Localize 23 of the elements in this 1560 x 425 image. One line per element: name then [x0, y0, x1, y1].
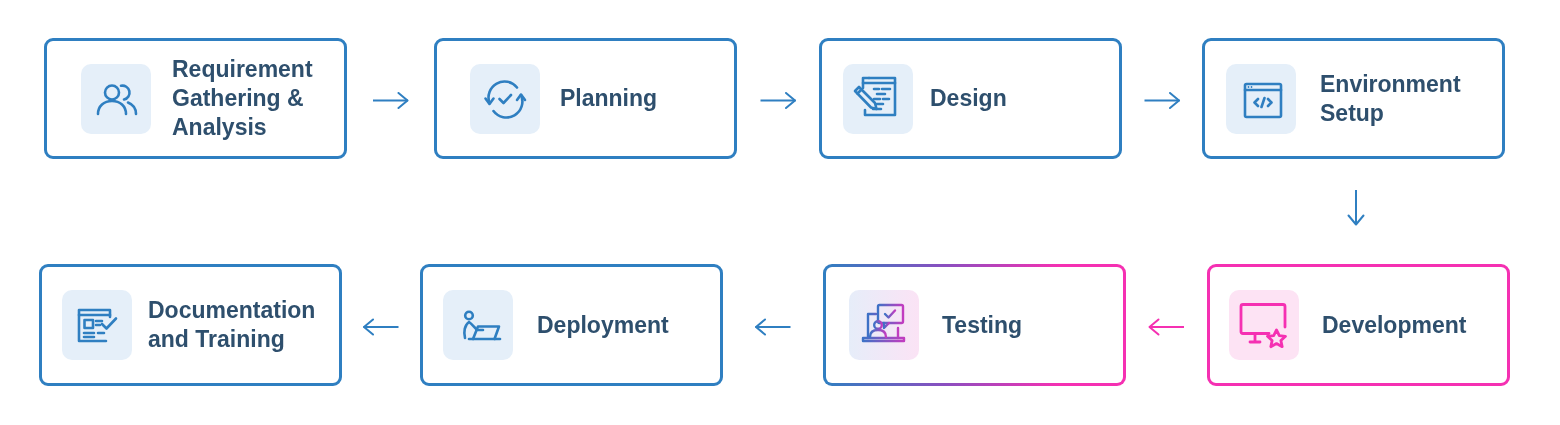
step-label: Design	[930, 84, 1008, 113]
step-label: Requirement Gathering & Analysis	[172, 55, 314, 142]
arrow	[1148, 318, 1185, 336]
step-label: Deployment	[537, 310, 670, 340]
arrow	[372, 92, 409, 109]
arrow	[362, 318, 400, 336]
arrow	[759, 92, 797, 109]
process-box	[39, 264, 342, 386]
arrow	[754, 318, 792, 336]
process-box	[434, 38, 737, 159]
step-label: Planning	[560, 84, 659, 113]
step-label: Testing	[942, 310, 1024, 340]
step-label: Development	[1322, 310, 1468, 340]
step-label: Documentation and Training	[148, 296, 317, 354]
process-box	[44, 38, 347, 159]
step-label: Environment Setup	[1320, 69, 1462, 128]
process-box	[823, 264, 1126, 386]
arrow	[1143, 92, 1181, 109]
process-box	[420, 264, 723, 386]
process-box	[1202, 38, 1505, 159]
process-box	[1207, 264, 1510, 386]
process-box	[819, 38, 1122, 159]
arrow	[1347, 189, 1365, 226]
